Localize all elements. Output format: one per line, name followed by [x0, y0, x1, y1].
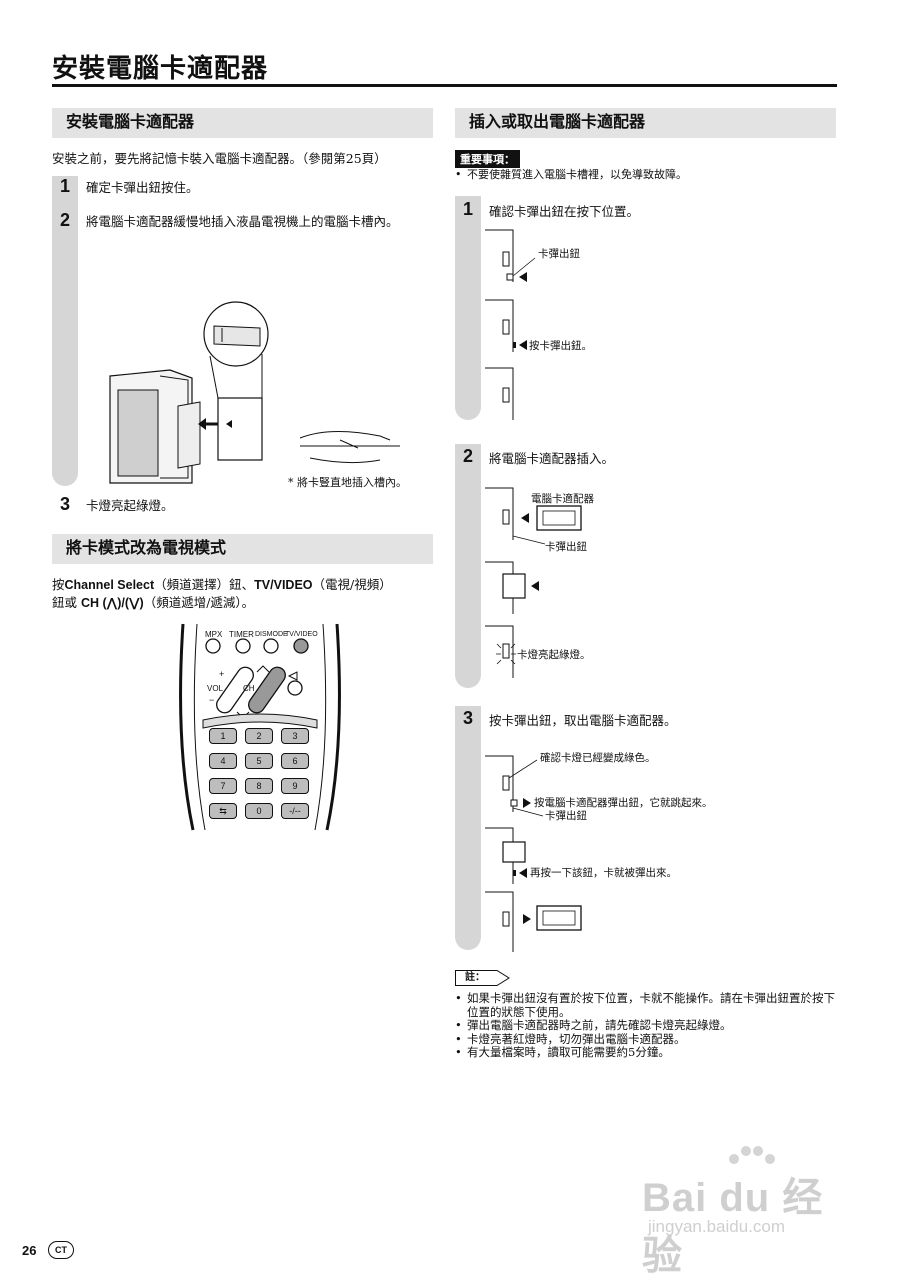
callout-confirm-green: 確認卡燈已經變成綠色。	[540, 752, 656, 764]
callout-eject-button: 卡彈出鈕	[545, 810, 587, 822]
paw-icon	[729, 1146, 775, 1164]
remote-key: 7	[209, 778, 237, 794]
remove-adapter-diagrams	[485, 755, 582, 952]
note-item: 有大量檔案時，讀取可能需要約5分鐘。	[455, 1045, 840, 1060]
remote-key: -/--	[281, 803, 309, 819]
step-number: 3	[59, 494, 70, 514]
step-number: 2	[59, 210, 70, 230]
page-number: 26	[22, 1243, 37, 1258]
note-tag-icon	[455, 970, 510, 986]
insert-adapter-diagrams	[485, 487, 582, 678]
remote-key: 8	[245, 778, 273, 794]
section-heading-mode: 將卡模式改為電視模式	[52, 534, 433, 564]
remote-label-dismode: DISMODE	[255, 631, 288, 638]
callout-eject-button: 卡彈出鈕	[538, 248, 580, 260]
step-text: 將電腦卡適配器緩慢地插入液晶電視機上的電腦卡槽內。	[86, 214, 399, 229]
mode-paragraph: 按Channel Select（頻道選擇）鈕、TV/VIDEO（電視/視頻） 鈕…	[52, 577, 392, 610]
step-text: 卡燈亮起綠燈。	[86, 498, 174, 513]
section-heading-install: 安裝電腦卡適配器	[52, 108, 433, 138]
section-heading-insert-remove: 插入或取出電腦卡適配器	[455, 108, 836, 138]
figure-note: * 將卡豎直地插入槽內。	[288, 476, 407, 489]
callout-press-again: 再按一下該鈕，卡就被彈出來。	[530, 867, 677, 879]
callout-eject-button: 卡彈出鈕	[545, 541, 587, 553]
callout-adapter: 電腦卡適配器	[531, 493, 594, 505]
step-number: 1	[59, 176, 70, 196]
install-intro: 安裝之前，要先將記憶卡裝入電腦卡適配器。（參閱第25頁）	[52, 151, 387, 166]
step-text: 按卡彈出鈕，取出電腦卡適配器。	[489, 713, 677, 728]
remote-key: 0	[245, 803, 273, 819]
step-number: 2	[462, 446, 473, 466]
note-item: 彈出電腦卡適配器時之前，請先確認卡燈亮起綠燈。	[455, 1018, 840, 1033]
remote-key: 6	[281, 753, 309, 769]
callout-press-eject: 按卡彈出鈕。	[529, 340, 592, 352]
step-text: 確認卡彈出鈕在按下位置。	[489, 204, 640, 219]
step-bar-right-2	[455, 444, 481, 688]
remote-key: ⇆	[209, 803, 237, 819]
remote-key: 2	[245, 728, 273, 744]
step-number: 1	[462, 199, 473, 219]
note-item: 卡燈亮著紅燈時，切勿彈出電腦卡適配器。	[455, 1032, 840, 1047]
remote-key: 9	[281, 778, 309, 794]
remote-key: 1	[209, 728, 237, 744]
remote-key: 4	[209, 753, 237, 769]
step-bar-left	[52, 176, 78, 486]
important-badge: 重要事項：	[455, 150, 520, 168]
vol-minus-label: −	[209, 695, 215, 705]
remote-label-tvvideo: TV/VIDEO	[285, 631, 318, 638]
watermark-main: Bai du 经验	[642, 1176, 824, 1278]
important-text: 不要使雜質進入電腦卡槽裡，以免導致故障。	[455, 168, 687, 182]
callout-lamp-green: 卡燈亮起綠燈。	[517, 649, 591, 661]
remote-key: 3	[281, 728, 309, 744]
step-text: 確定卡彈出鈕按住。	[86, 180, 199, 195]
watermark-url: jingyan.baidu.com	[648, 1217, 786, 1236]
notes-label: 註：	[465, 972, 485, 983]
remote-label-mpx: MPX	[205, 630, 223, 639]
vol-plus-label: +	[219, 669, 225, 679]
step-bar-right-1	[455, 196, 481, 420]
vol-label: VOL	[207, 684, 224, 693]
callout-press-adapter-eject: 按電腦卡適配器彈出鈕，它就跳起來。	[534, 797, 713, 809]
step-bar-right-3	[455, 706, 481, 950]
notes-list: 如果卡彈出鈕沒有置於按下位置，卡就不能操作。請在卡彈出鈕置於按下位置的狀態下使用…	[455, 991, 840, 1060]
step-number: 3	[462, 708, 473, 728]
note-item: 如果卡彈出鈕沒有置於按下位置，卡就不能操作。請在卡彈出鈕置於按下位置的狀態下使用…	[455, 991, 840, 1019]
notes-badge: 註：	[455, 970, 511, 986]
remote-label-timer: TIMER	[229, 630, 254, 639]
remote-key: 5	[245, 753, 273, 769]
step-text: 將電腦卡適配器插入。	[489, 451, 615, 466]
eject-button-diagrams-1	[485, 229, 536, 420]
tv-insert-illustration	[109, 301, 400, 484]
title-rule	[52, 84, 837, 87]
page-title: 安裝電腦卡適配器	[52, 53, 269, 83]
ch-label: CH	[243, 684, 255, 693]
baidu-watermark: Bai du 经验 jingyan.baidu.com	[640, 1145, 860, 1278]
remote-outline	[179, 623, 341, 831]
language-badge: CT	[48, 1241, 74, 1259]
